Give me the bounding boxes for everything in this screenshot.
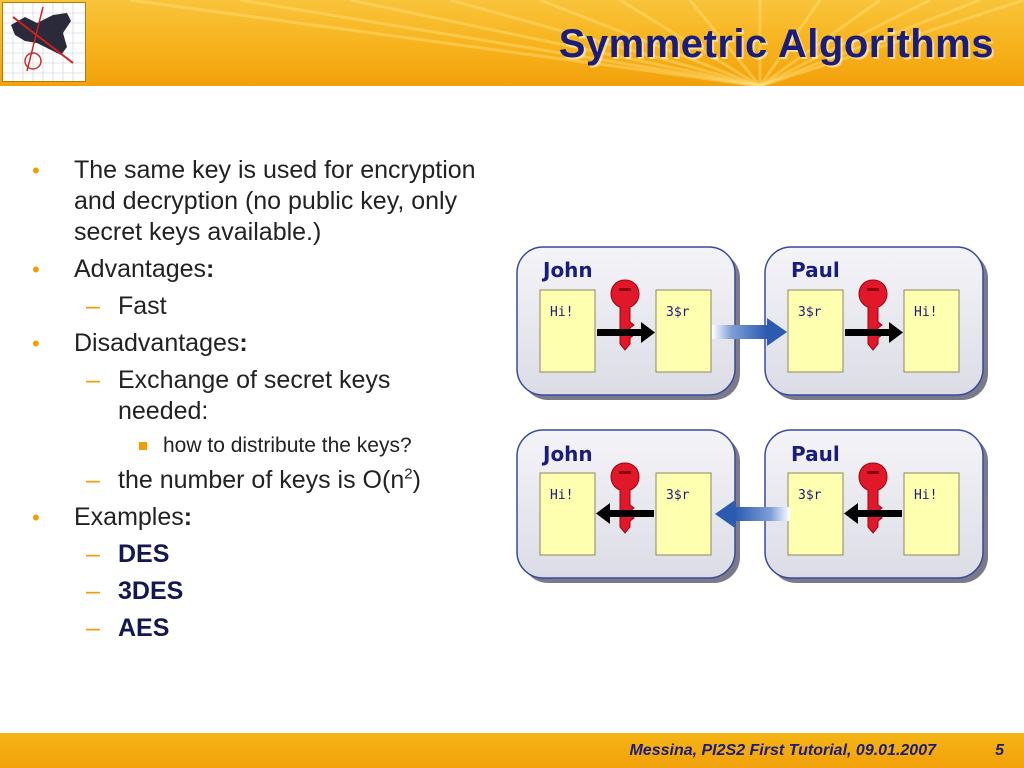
bullet-text: DES [118, 540, 170, 568]
document-ciphertext [787, 472, 844, 556]
dash-icon: – [86, 366, 100, 394]
document-text: Hi! [550, 305, 573, 320]
sub-bullet-item: – 3DES [30, 576, 480, 607]
sub-bullet-item: – AES [30, 613, 480, 644]
dash-icon: – [86, 466, 100, 494]
sicily-map-icon [3, 3, 85, 81]
bullet-dot-icon: • [32, 505, 40, 530]
bullet-text: The same key is used for encryption and … [74, 156, 476, 246]
bullet-dot-icon: • [32, 257, 40, 282]
logo [2, 2, 86, 82]
bullet-item: • The same key is used for encryption an… [30, 155, 480, 248]
dash-icon: – [86, 540, 100, 568]
dash-icon: – [86, 577, 100, 605]
bullet-colon: : [239, 329, 248, 357]
document-ciphertext [655, 472, 712, 556]
arrow-left-icon [596, 503, 654, 524]
document-text: 3$r [666, 305, 690, 320]
bullet-text: Advantages [74, 255, 207, 283]
bullet-text: AES [118, 614, 170, 642]
document-ciphertext [787, 289, 844, 373]
panel-label-paul: Paul [791, 258, 840, 282]
bullet-text-after: ) [412, 466, 421, 494]
panel-label-john: John [541, 258, 593, 282]
transfer-arrow-left-icon [715, 500, 790, 528]
bullet-colon: : [206, 255, 215, 283]
document-text: Hi! [914, 488, 937, 503]
document-text: 3$r [798, 488, 822, 503]
header-band: Symmetric Algorithms [0, 0, 1024, 86]
sub-sub-bullet-item: how to distribute the keys? [30, 433, 480, 459]
transfer-arrow-right-icon [712, 318, 787, 346]
dash-icon: – [86, 614, 100, 642]
document-plaintext [539, 472, 596, 556]
bullet-dot-icon: • [32, 331, 40, 356]
arrow-right-icon [597, 322, 655, 343]
arrow-right-icon [845, 322, 903, 343]
header-rays-decoration [129, 0, 1024, 86]
slide-title: Symmetric Algorithms [558, 22, 994, 66]
sub-bullet-item: – DES [30, 539, 480, 570]
panel-label-paul: Paul [791, 442, 840, 466]
footer-text: Messina, PI2S2 First Tutorial, 09.01.200… [629, 742, 936, 759]
sub-bullet-item: – Fast [30, 291, 480, 322]
sub-bullet-item: – Exchange of secret keys needed: [30, 365, 480, 427]
document-plaintext [539, 289, 596, 373]
document-plaintext [903, 289, 960, 373]
document-plaintext [903, 472, 960, 556]
bullet-text: how to distribute the keys? [163, 434, 412, 457]
document-ciphertext [655, 289, 712, 373]
document-text: 3$r [666, 488, 690, 503]
document-text: Hi! [550, 488, 573, 503]
bullet-text: Examples [74, 503, 184, 531]
bullet-text: the number of keys is O(n [118, 466, 405, 494]
bullet-text: Exchange of secret keys needed: [118, 366, 391, 425]
bullet-text: Disadvantages [74, 329, 240, 357]
arrow-left-icon [844, 503, 902, 524]
bullet-item: • Advantages: [30, 254, 480, 285]
document-text: 3$r [798, 305, 822, 320]
bullet-superscript: 2 [404, 465, 413, 483]
footer-band: Messina, PI2S2 First Tutorial, 09.01.200… [0, 733, 1024, 768]
bullet-item: • Examples: [30, 502, 480, 533]
bullet-list: • The same key is used for encryption an… [30, 155, 480, 650]
page-number: 5 [995, 742, 1004, 759]
panel-label-john: John [541, 442, 593, 466]
bullet-dot-icon: • [32, 158, 40, 183]
dash-icon: – [86, 292, 100, 320]
bullet-text: Fast [118, 292, 167, 320]
document-text: Hi! [914, 305, 937, 320]
bullet-item: • Disadvantages: [30, 328, 480, 359]
sub-bullet-item: – the number of keys is O(n2) [30, 465, 480, 496]
encryption-diagram: John Paul John Paul Hi! 3$r 3$r Hi! Hi! … [516, 246, 988, 583]
square-bullet-icon [139, 442, 147, 450]
bullet-colon: : [183, 503, 193, 531]
bullet-text: 3DES [118, 577, 184, 605]
